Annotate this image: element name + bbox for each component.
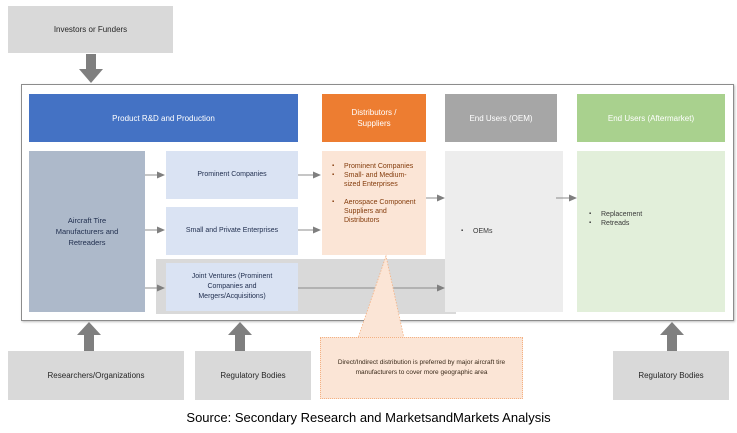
header-production: Product R&D and Production [29,94,298,142]
header-distributors-label: Distributors / Suppliers [351,108,397,128]
aftermarket-list: Replacement Retreads [589,210,725,228]
researchers-label: Researchers/Organizations [47,371,145,380]
aftermarket-list-item: Replacement [589,210,725,219]
manufacturers-label: Aircraft Tire Manufacturers and Retreade… [55,216,119,247]
callout-text: Direct/Indirect distribution is preferre… [337,359,506,376]
source-note: Source: Secondary Research and Marketsan… [186,410,551,425]
regulatory-bodies-box-right: Regulatory Bodies [613,351,729,400]
investors-box: Investors or Funders [8,6,173,53]
regulatory-bodies-label: Regulatory Bodies [638,371,704,380]
distributors-body: Prominent Companies Small- and Medium-si… [322,151,426,255]
up-arrow-icon [228,322,252,351]
up-arrow-icon [660,322,684,351]
investors-label: Investors or Funders [53,25,128,34]
oem-list: OEMs [461,227,563,236]
header-oem: End Users (OEM) [445,94,557,142]
distributors-list-item: Prominent Companies [332,162,420,171]
oem-list-item: OEMs [461,227,563,236]
regulatory-bodies-box-middle: Regulatory Bodies [195,351,311,400]
aftermarket-body: Replacement Retreads [577,151,725,312]
segment-small-private: Small and Private Enterprises [166,207,298,255]
segment-label: Prominent Companies [197,171,267,178]
header-distributors: Distributors / Suppliers [322,94,426,142]
callout-box: Direct/Indirect distribution is preferre… [320,337,523,399]
researchers-box: Researchers/Organizations [8,351,184,400]
distributors-list-item: Small- and Medium-sized Enterprises [332,171,420,189]
segment-label: Small and Private Enterprises [185,227,279,234]
up-arrow-icon [77,322,101,351]
header-aftermarket: End Users (Aftermarket) [577,94,725,142]
distributors-list-item: Aerospace Component Suppliers and Distri… [332,198,420,225]
oem-body: OEMs [445,151,563,312]
manufacturers-box: Aircraft Tire Manufacturers and Retreade… [29,151,145,312]
regulatory-bodies-label: Regulatory Bodies [220,371,286,380]
segment-prominent-companies: Prominent Companies [166,151,298,199]
header-aftermarket-label: End Users (Aftermarket) [607,113,695,123]
down-arrow-icon [79,54,103,83]
distributors-list: Prominent Companies Small- and Medium-si… [332,162,420,225]
segment-joint-ventures: Joint Ventures (Prominent Companies and … [166,263,298,311]
aftermarket-list-item: Retreads [589,219,725,228]
header-oem-label: End Users (OEM) [469,113,533,123]
segment-label: Joint Ventures (Prominent Companies and … [191,273,273,300]
header-production-label: Product R&D and Production [112,113,215,123]
